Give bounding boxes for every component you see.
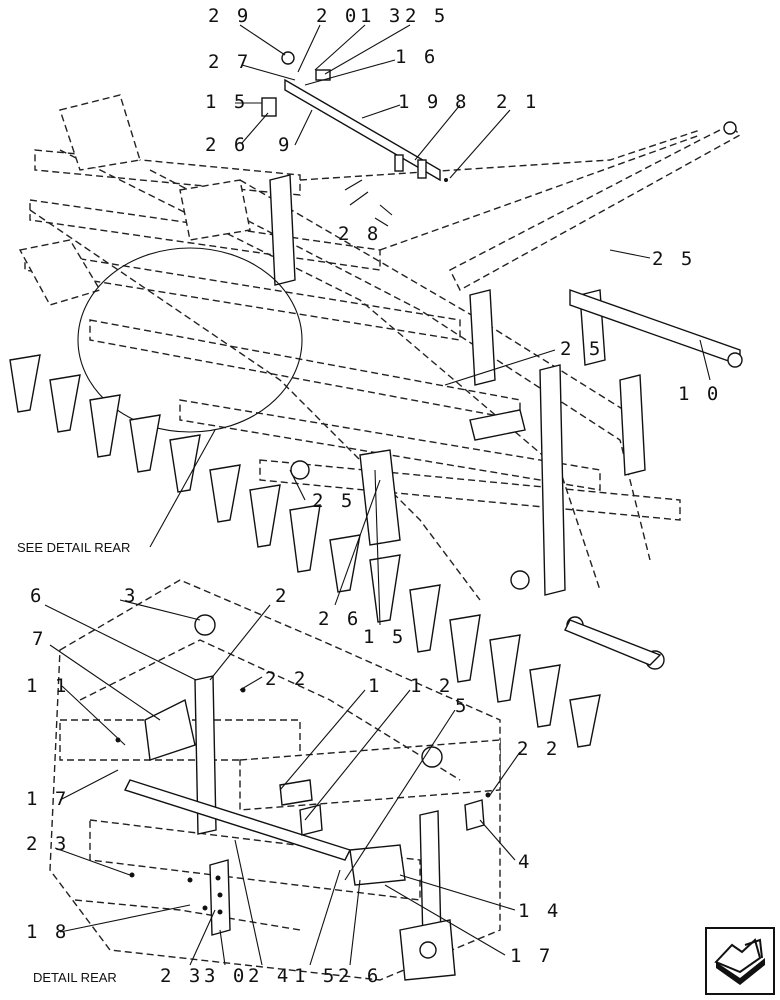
callout-26: 2 6 [205,134,248,156]
callout-14: 1 4 [518,900,561,922]
callout-21: 2 1 [496,91,539,113]
callout-25-b: 2 5 [652,248,695,270]
page-forward-arrow-icon[interactable] [705,927,775,995]
callout-28: 2 8 [338,223,381,245]
callout-8: 8 [455,91,469,113]
callout-15-b: 1 5 [363,626,406,648]
callout-17-b: 1 7 [510,945,553,967]
callout-3: 3 [124,585,138,607]
callout-29: 2 9 [208,5,251,27]
top-exploded-bar [261,51,448,227]
callout-4: 4 [518,851,532,873]
callout-11: 1 1 [26,675,69,697]
callout-16: 1 6 [395,46,438,68]
callout-26-c: 2 6 [338,965,381,987]
callout-17: 1 7 [26,788,69,810]
main-callouts: 2 9 2 0 1 3 2 5 2 7 1 6 1 5 1 9 8 2 1 2 … [205,5,721,648]
callout-22: 2 2 [265,668,308,690]
callout-18: 1 8 [26,921,69,943]
callout-2: 2 [275,585,289,607]
see-detail-label: SEE DETAIL REAR [17,540,130,555]
callout-19: 1 9 [398,91,441,113]
callout-20: 2 0 [316,5,359,27]
callout-15-c: 1 5 [294,965,337,987]
detail-rear-label: DETAIL REAR [33,970,117,985]
main-leader-lines [149,24,711,626]
callout-9: 9 [278,134,292,156]
callout-22-b: 2 2 [517,738,560,760]
detail-rear-assembly [49,579,501,981]
callout-23: 2 3 [26,833,69,855]
callout-30: 3 0 [204,965,247,987]
callout-27: 2 7 [208,51,251,73]
detail-callouts: 6 3 2 7 2 2 1 1 1 1 2 5 2 2 1 7 2 3 4 1 … [26,585,561,987]
callout-13: 1 3 [360,5,403,27]
callout-10: 1 0 [678,383,721,405]
callout-7: 7 [32,628,46,650]
callout-23-b: 2 3 [160,965,203,987]
callout-26-b: 2 6 [318,608,361,630]
callout-5: 5 [455,695,469,717]
callout-12: 1 2 [410,675,453,697]
callout-1: 1 [368,675,382,697]
callout-6: 6 [30,585,44,607]
callout-25: 2 5 [405,5,448,27]
callout-15: 1 5 [205,91,248,113]
callout-25-c: 2 5 [560,338,603,360]
callout-25-d: 2 5 [312,490,355,512]
detail-leader-lines [44,599,521,966]
callout-24: 2 4 [248,965,291,987]
main-frame-assembly [9,94,743,748]
rear-shanks [9,354,601,748]
